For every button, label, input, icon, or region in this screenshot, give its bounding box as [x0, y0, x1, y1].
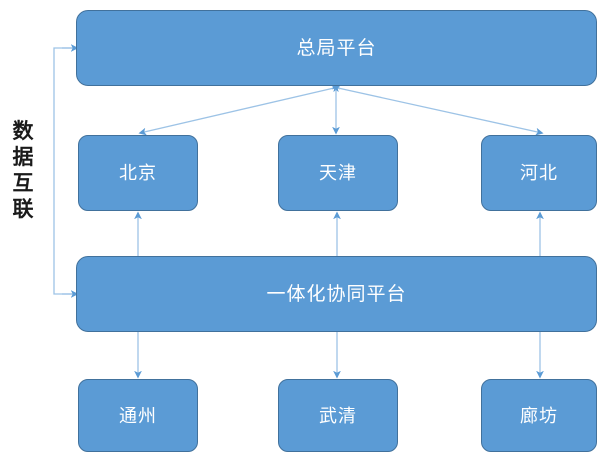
node-tongzhou[interactable]: 通州	[78, 379, 198, 452]
node-hebei-label: 河北	[520, 163, 558, 183]
node-beijing-label: 北京	[119, 163, 157, 183]
node-wuqing[interactable]: 武清	[278, 379, 398, 452]
side-label-char-4: 联	[12, 196, 34, 221]
node-integrated-platform[interactable]: 一体化协同平台	[76, 256, 597, 332]
node-langfang[interactable]: 廊坊	[481, 379, 597, 452]
node-beijing[interactable]: 北京	[78, 135, 198, 211]
edge-bureau-to-hebei	[331, 84, 544, 136]
node-integrated-platform-label: 一体化协同平台	[266, 283, 407, 305]
node-tianjin-label: 天津	[319, 163, 357, 183]
edge-bureau-to-beijing	[138, 84, 341, 136]
node-wuqing-label: 武清	[319, 405, 357, 426]
side-label-char-1: 数	[12, 118, 34, 143]
side-label-char-2: 据	[12, 144, 34, 169]
node-langfang-label: 廊坊	[520, 405, 558, 426]
node-tianjin[interactable]: 天津	[278, 135, 398, 211]
node-bureau-platform[interactable]: 总局平台	[76, 10, 597, 86]
node-hebei[interactable]: 河北	[481, 135, 597, 211]
side-label-char-3: 互	[12, 170, 34, 195]
data-interconnection-label: 数 据 互 联	[9, 118, 37, 222]
node-bureau-platform-label: 总局平台	[296, 37, 377, 59]
edge-interconnect-bracket-to-bureau	[53, 47, 75, 295]
node-tongzhou-label: 通州	[119, 405, 157, 426]
